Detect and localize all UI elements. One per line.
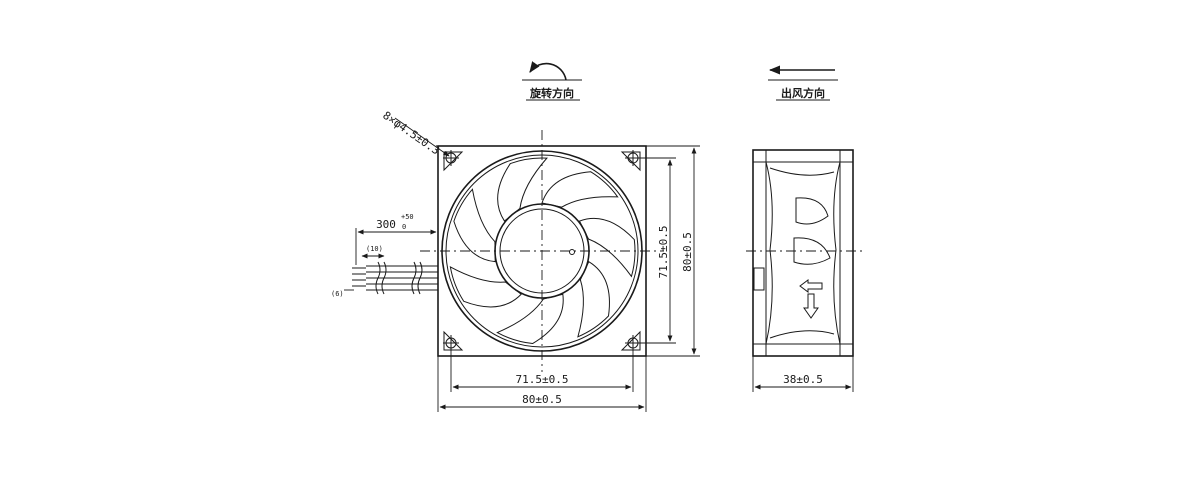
height-dimensions: 71.5±0.5 80±0.5 [638,145,700,357]
fan-blade [578,217,636,278]
airflow-direction-label: 出风方向 [781,86,825,100]
fan-blade [541,171,619,208]
fan-blade [453,188,496,263]
fan-blade [496,293,564,345]
fan-impeller-blades [449,157,636,345]
width-dimensions: 71.5±0.5 80±0.5 [437,348,647,412]
side-down-arrow-icon [803,293,819,319]
fan-blade [497,157,548,222]
side-frame-outer [752,149,854,357]
strip-length-label: (10) [366,245,383,253]
lead-length-label: 300 [376,218,396,231]
fan-blade [577,260,610,338]
width-outer-label: 80±0.5 [522,393,562,406]
height-inner-label: 71.5±0.5 [657,226,670,279]
rotation-arrow-icon [529,61,567,81]
wire-end-label: (6) [331,290,344,298]
lead-tol-upper: +50 [401,213,414,221]
depth-label: 38±0.5 [783,373,823,386]
rotation-direction-label: 旋转方向 [529,86,574,100]
rotation-direction-indicator: 旋转方向 [522,61,582,101]
fan-front-view [420,130,664,372]
fan-side-view [746,149,862,357]
height-outer-label: 80±0.5 [681,232,694,272]
hole-spec-callout: 8×φ4.5±0.3 [380,109,450,158]
lead-wire [352,261,438,295]
width-inner-label: 71.5±0.5 [516,373,569,386]
side-left-arrow-icon [799,279,823,293]
hole-spec-label: 8×φ4.5±0.3 [380,109,442,158]
lead-length-dimension: 300 +50 0 (10) (6) [331,213,439,298]
airflow-direction-indicator: 出风方向 [768,65,838,101]
fan-blade [449,265,522,308]
lead-tol-lower: 0 [402,223,406,231]
depth-dimension: 38±0.5 [752,356,854,392]
